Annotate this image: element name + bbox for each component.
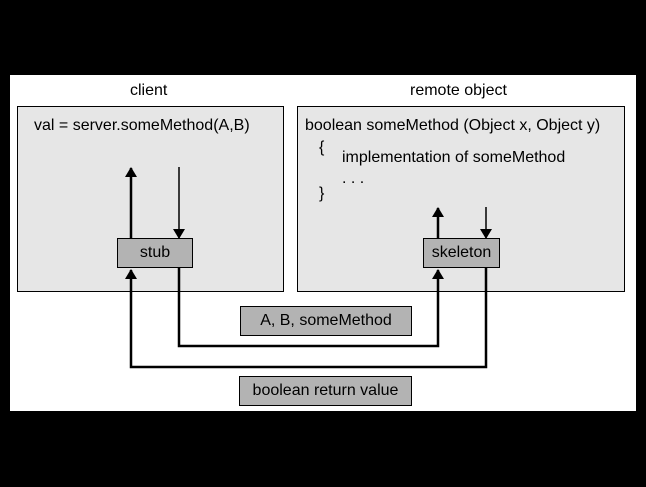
client-title: client bbox=[130, 82, 168, 99]
stub-box: stub bbox=[117, 238, 193, 268]
remote-object-title: remote object bbox=[410, 82, 507, 99]
response-message-box: boolean return value bbox=[239, 376, 412, 406]
skeleton-box: skeleton bbox=[423, 238, 500, 268]
request-message-box: A, B, someMethod bbox=[240, 306, 412, 336]
method-signature: boolean someMethod (Object x, Object y) bbox=[305, 117, 601, 134]
client-call-code: val = server.someMethod(A,B) bbox=[34, 117, 250, 134]
open-brace: { bbox=[319, 139, 325, 156]
ellipsis: . . . bbox=[342, 170, 365, 187]
method-implementation: implementation of someMethod bbox=[342, 149, 566, 166]
close-brace: } bbox=[319, 185, 325, 202]
